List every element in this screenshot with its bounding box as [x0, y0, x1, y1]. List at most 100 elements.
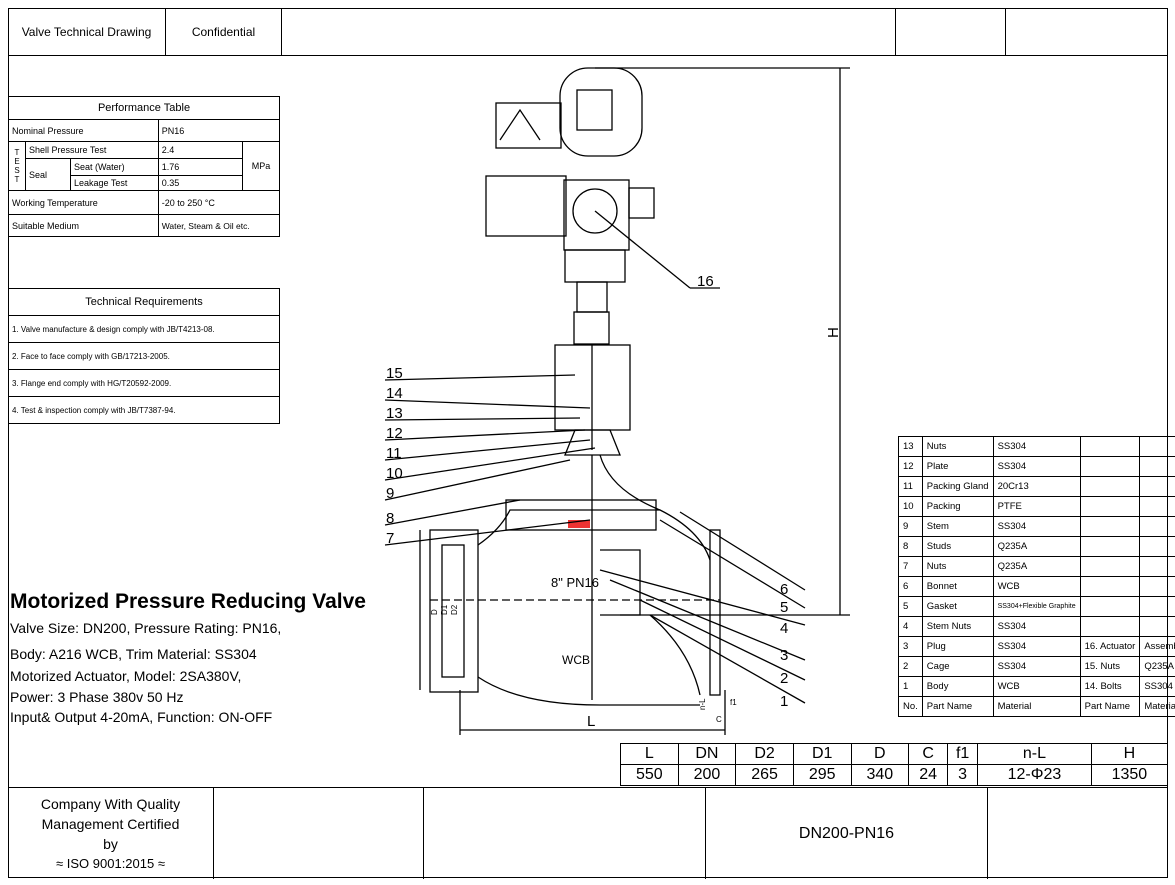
callout-6: 6 [780, 581, 788, 598]
parts-cell [1139, 556, 1175, 577]
parts-cell: SS304 [992, 516, 1081, 537]
medium-label: Suitable Medium [8, 214, 159, 237]
parts-cell [1139, 536, 1175, 557]
nominal-pressure-value: PN16 [157, 119, 281, 142]
parts-cell: Nuts [921, 556, 994, 577]
callout-10: 10 [386, 465, 403, 482]
medium-value: Water, Steam & Oil etc. [157, 214, 281, 237]
shell-test-value: 2.4 [157, 141, 244, 159]
model-cell: DN200-PN16 [706, 788, 988, 879]
seal-label: Seal [25, 158, 71, 191]
parts-cell: WCB [992, 576, 1081, 597]
dimension-value-cell: 12-Φ23 [977, 764, 1092, 786]
seat-label: Seat (Water) [70, 158, 159, 176]
parts-cell: 4 [898, 616, 923, 637]
dimension-value-cell: 295 [792, 764, 852, 786]
requirement-item: 4. Test & inspection comply with JB/T738… [8, 396, 280, 424]
parts-cell: 7 [898, 556, 923, 577]
parts-cell: SS304 [992, 636, 1081, 657]
callout-9: 9 [386, 485, 394, 502]
title-block-footer: Company With Quality Management Certifie… [8, 787, 1168, 879]
parts-header-cell: Part Name [921, 696, 994, 717]
parts-cell: 20Cr13 [992, 476, 1081, 497]
parts-cell: 1 [898, 676, 923, 697]
temperature-value: -20 to 250 °C [157, 190, 281, 215]
requirement-item: 1. Valve manufacture & design comply wit… [8, 315, 280, 343]
dim-d1-label: D1 [440, 604, 449, 615]
parts-cell [1079, 536, 1141, 557]
parts-cell: 16. Actuator [1079, 636, 1141, 657]
dim-d2-label: D2 [450, 604, 459, 615]
parts-cell: 11 [898, 476, 923, 497]
parts-cell [1079, 436, 1141, 457]
parts-cell: Stem [921, 516, 994, 537]
dimension-header-cell: D1 [792, 743, 852, 765]
dimension-header-cell: D [850, 743, 910, 765]
callout-4: 4 [780, 620, 788, 637]
footer-blank-2 [424, 788, 706, 879]
dimension-header-cell: f1 [947, 743, 979, 765]
leakage-label: Leakage Test [70, 175, 159, 191]
parts-cell [1079, 476, 1141, 497]
parts-cell [1139, 476, 1175, 497]
parts-cell: 14. Bolts [1079, 676, 1141, 697]
parts-cell: Packing Gland [921, 476, 994, 497]
parts-cell: Studs [921, 536, 994, 557]
parts-cell: 2 [898, 656, 923, 677]
valve-drawing: 15 14 13 12 11 10 9 8 7 6 5 4 3 2 1 16 H… [384, 67, 850, 735]
footer-blank-1 [214, 788, 424, 879]
dim-nl-label: n-L [698, 698, 707, 710]
test-letters: T E S T [8, 141, 26, 191]
pressure-unit: MPa [242, 141, 280, 191]
certification-cell: Company With Quality Management Certifie… [8, 788, 214, 879]
parts-cell [1139, 436, 1175, 457]
callout-15: 15 [386, 365, 403, 382]
callout-13: 13 [386, 405, 403, 422]
dimension-header-cell: D2 [735, 743, 794, 765]
parts-cell: PTFE [992, 496, 1081, 517]
parts-cell: 10 [898, 496, 923, 517]
dim-d-label: D [430, 609, 439, 615]
parts-cell: Bonnet [921, 576, 994, 597]
parts-cell: SS304 [992, 456, 1081, 477]
product-title: Motorized Pressure Reducing Valve [10, 590, 366, 613]
parts-cell [1079, 576, 1141, 597]
parts-cell [1079, 556, 1141, 577]
parts-cell: Q235A [1139, 656, 1175, 677]
dimension-value-cell: 200 [677, 764, 737, 786]
callout-14: 14 [386, 385, 403, 402]
parts-cell: SS304 [992, 656, 1081, 677]
dim-l-label: L [587, 713, 595, 730]
callout-1: 1 [780, 693, 788, 710]
parts-cell: SS304 [992, 436, 1081, 457]
product-spec: Valve Size: DN200, Pressure Rating: PN16… [10, 620, 282, 636]
actuator-assembly [485, 67, 691, 345]
dimension-header-cell: L [620, 743, 679, 765]
dimension-header-cell: n-L [977, 743, 1092, 765]
dim-h-label: H [825, 327, 842, 338]
requirements-title: Technical Requirements [8, 288, 280, 316]
parts-cell [1079, 596, 1141, 617]
callout-8: 8 [386, 510, 394, 527]
dimension-value-cell: 340 [850, 764, 910, 786]
nominal-pressure-label: Nominal Pressure [8, 119, 159, 142]
parts-header-cell: Material [992, 696, 1081, 717]
dimension-value-cell: 24 [908, 764, 949, 786]
parts-cell: SS304 [1139, 676, 1175, 697]
parts-cell: Body [921, 676, 994, 697]
parts-header-cell: Material [1139, 696, 1175, 717]
dimension-header-cell: C [908, 743, 949, 765]
performance-title: Performance Table [8, 96, 280, 120]
dimension-value-cell: 3 [947, 764, 979, 786]
parts-cell: 13 [898, 436, 923, 457]
